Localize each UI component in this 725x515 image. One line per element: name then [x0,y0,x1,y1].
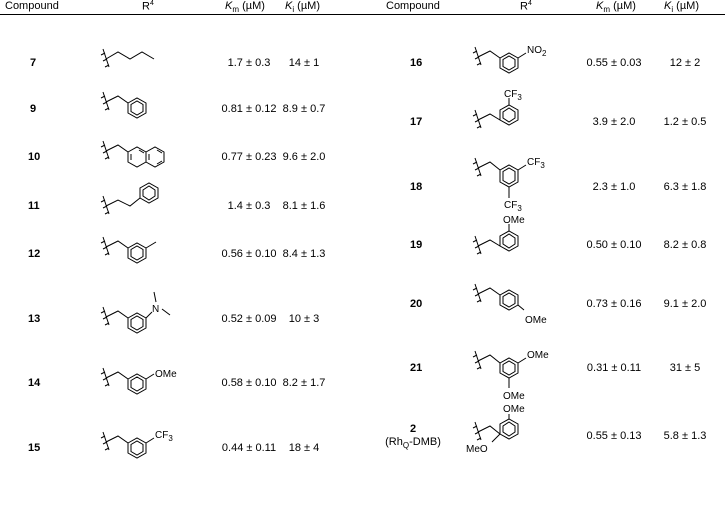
km-value: 0.56 ± 0.10 [221,248,277,260]
structure-trifluoromethylbenzyl: CF3 [100,430,173,459]
km-value: 0.55 ± 0.13 [586,430,642,442]
km-value: 0.55 ± 0.03 [586,57,642,69]
cf3-label: CF3 [155,430,173,443]
compound-id: 7 [30,57,37,69]
header-r4-right: R4 [520,0,532,13]
ki-value: 9.1 ± 2.0 [663,298,707,310]
ki-value: 12 ± 2 [669,57,701,69]
structure-methylbenzyl [100,236,157,264]
km-value: 1.7 ± 0.3 [227,57,271,69]
ki-value: 1.2 ± 0.5 [663,116,707,128]
structure-bis-trifluoromethylbenzyl: CF3 CF3 [472,157,545,213]
structure-p-methoxybenzyl: OMe [472,283,547,326]
compound-id: 16 [410,57,423,69]
ki-value: 5.8 ± 1.3 [663,430,707,442]
km-value: 0.77 ± 0.23 [221,151,277,163]
km-value: 1.4 ± 0.3 [227,200,271,212]
cf3-label-lower: CF3 [504,200,522,213]
header-compound-right: Compound [386,0,440,12]
km-value: 0.52 ± 0.09 [221,313,277,325]
ome-label: OMe [503,215,525,226]
ome-label-lower: OMe [503,391,525,402]
compound-id: 13 [28,313,41,325]
compound-id: 19 [410,239,423,251]
meo-label: MeO [466,444,488,455]
compound-id: 2 [409,423,417,435]
ki-value: 8.9 ± 0.7 [282,103,326,115]
n-atom-label: N [152,304,159,315]
structure-methoxybenzyl: OMe [100,367,177,395]
compound-id: 11 [28,200,40,212]
km-value: 0.81 ± 0.12 [221,103,277,115]
header-ki-right: Ki (µM) [664,0,700,15]
ki-value: 14 ± 1 [288,57,320,69]
header-ki-left: Ki (µM) [285,0,321,15]
km-value: 0.73 ± 0.16 [586,298,642,310]
ki-value: 8.1 ± 1.6 [282,200,326,212]
structure-dimethylaminobenzyl: N [100,291,171,334]
compound-note: (RhQ-DMB) [385,436,441,451]
km-value: 0.44 ± 0.11 [221,442,277,454]
compound-id: 14 [28,377,41,389]
ki-value: 8.2 ± 0.8 [663,239,707,251]
structure-phenethyl [100,182,159,215]
no2-label: NO2 [527,45,547,58]
structure-dimethoxybenzyl: OMe OMe [472,350,549,402]
ki-value: 31 ± 5 [669,362,701,374]
header-rule [0,14,725,15]
header-km-right: Km (µM) [596,0,636,15]
structure-naphthylmethyl [100,140,165,168]
ki-value: 10 ± 3 [288,313,320,325]
compound-id: 18 [410,181,423,193]
structure-benzyl [100,91,147,119]
structure-dimethoxybenzyl-2-6: OMe MeO [466,404,525,455]
structure-o-trifluoromethylbenzyl: CF3 [472,89,522,129]
compound-id: 20 [410,298,423,310]
compound-id: 12 [28,248,41,260]
km-value: 3.9 ± 2.0 [592,116,636,128]
compound-id: 10 [28,151,41,163]
compound-id: 9 [30,103,37,115]
structure-nitrobenzyl: NO2 [472,45,547,74]
header-km-left: Km (µM) [225,0,265,15]
header-r4-left: R4 [142,0,154,13]
ome-label: OMe [155,369,177,380]
cf3-label: CF3 [527,157,545,170]
km-value: 2.3 ± 1.0 [592,181,636,193]
structure-butyl [100,48,155,68]
ome-label: OMe [527,350,549,361]
ki-value: 8.4 ± 1.3 [282,248,326,260]
ki-value: 18 ± 4 [288,442,320,454]
header-compound-left: Compound [5,0,59,12]
ome-label: OMe [503,404,525,415]
km-value: 0.31 ± 0.11 [586,362,642,374]
compound-id: 21 [410,362,423,374]
ki-value: 6.3 ± 1.8 [663,181,707,193]
km-value: 0.58 ± 0.10 [221,377,277,389]
compound-id: 15 [28,442,41,454]
cf3-label: CF3 [504,89,522,102]
compound-id: 17 [410,116,423,128]
ki-value: 8.2 ± 1.7 [282,377,326,389]
structure-o-methoxybenzyl: OMe [472,215,525,255]
km-value: 0.50 ± 0.10 [586,239,642,251]
ki-value: 9.6 ± 2.0 [282,151,326,163]
ome-label: OMe [525,315,547,326]
